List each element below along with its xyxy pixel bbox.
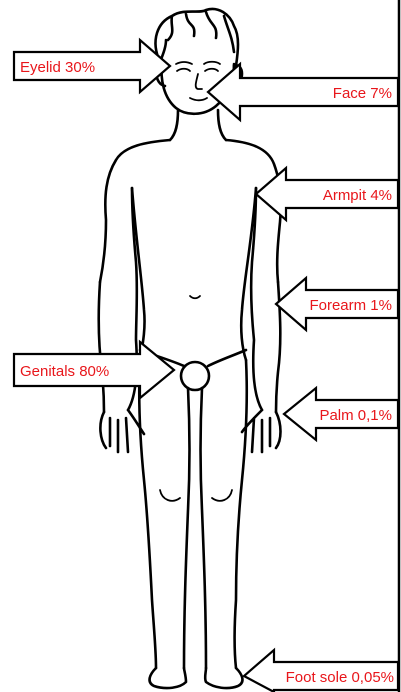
- left-eye: [177, 69, 190, 71]
- right-knee: [212, 490, 232, 501]
- left-foot: [150, 668, 186, 688]
- foot-sole-label: Foot sole 0,05%: [286, 669, 394, 686]
- forearm-label: Forearm 1%: [309, 297, 392, 314]
- genitals-label: Genitals 80%: [20, 363, 109, 380]
- left-brow: [176, 62, 192, 64]
- left-leg-inner: [184, 388, 190, 668]
- groin-right: [208, 350, 246, 366]
- left-knee: [160, 490, 180, 501]
- face-label: Face 7%: [333, 85, 392, 102]
- human-figure: [99, 9, 281, 688]
- armpit-label: Armpit 4%: [323, 187, 392, 204]
- left-waist: [132, 188, 145, 360]
- right-eye: [205, 69, 218, 71]
- mouth: [190, 98, 207, 100]
- eyelid-label: Eyelid 30%: [20, 59, 95, 76]
- palm-label: Palm 0,1%: [319, 407, 392, 424]
- right-hand: [242, 410, 281, 452]
- left-outer-arm: [99, 282, 104, 412]
- genitals-outline: [181, 362, 209, 390]
- right-leg-outer: [235, 360, 247, 668]
- nose: [196, 74, 202, 89]
- right-foot: [205, 668, 242, 688]
- right-leg-inner: [201, 388, 207, 668]
- left-leg-outer: [139, 360, 156, 668]
- left-hand: [100, 410, 144, 452]
- right-brow: [204, 62, 220, 64]
- hair: [156, 9, 238, 66]
- navel: [190, 296, 200, 298]
